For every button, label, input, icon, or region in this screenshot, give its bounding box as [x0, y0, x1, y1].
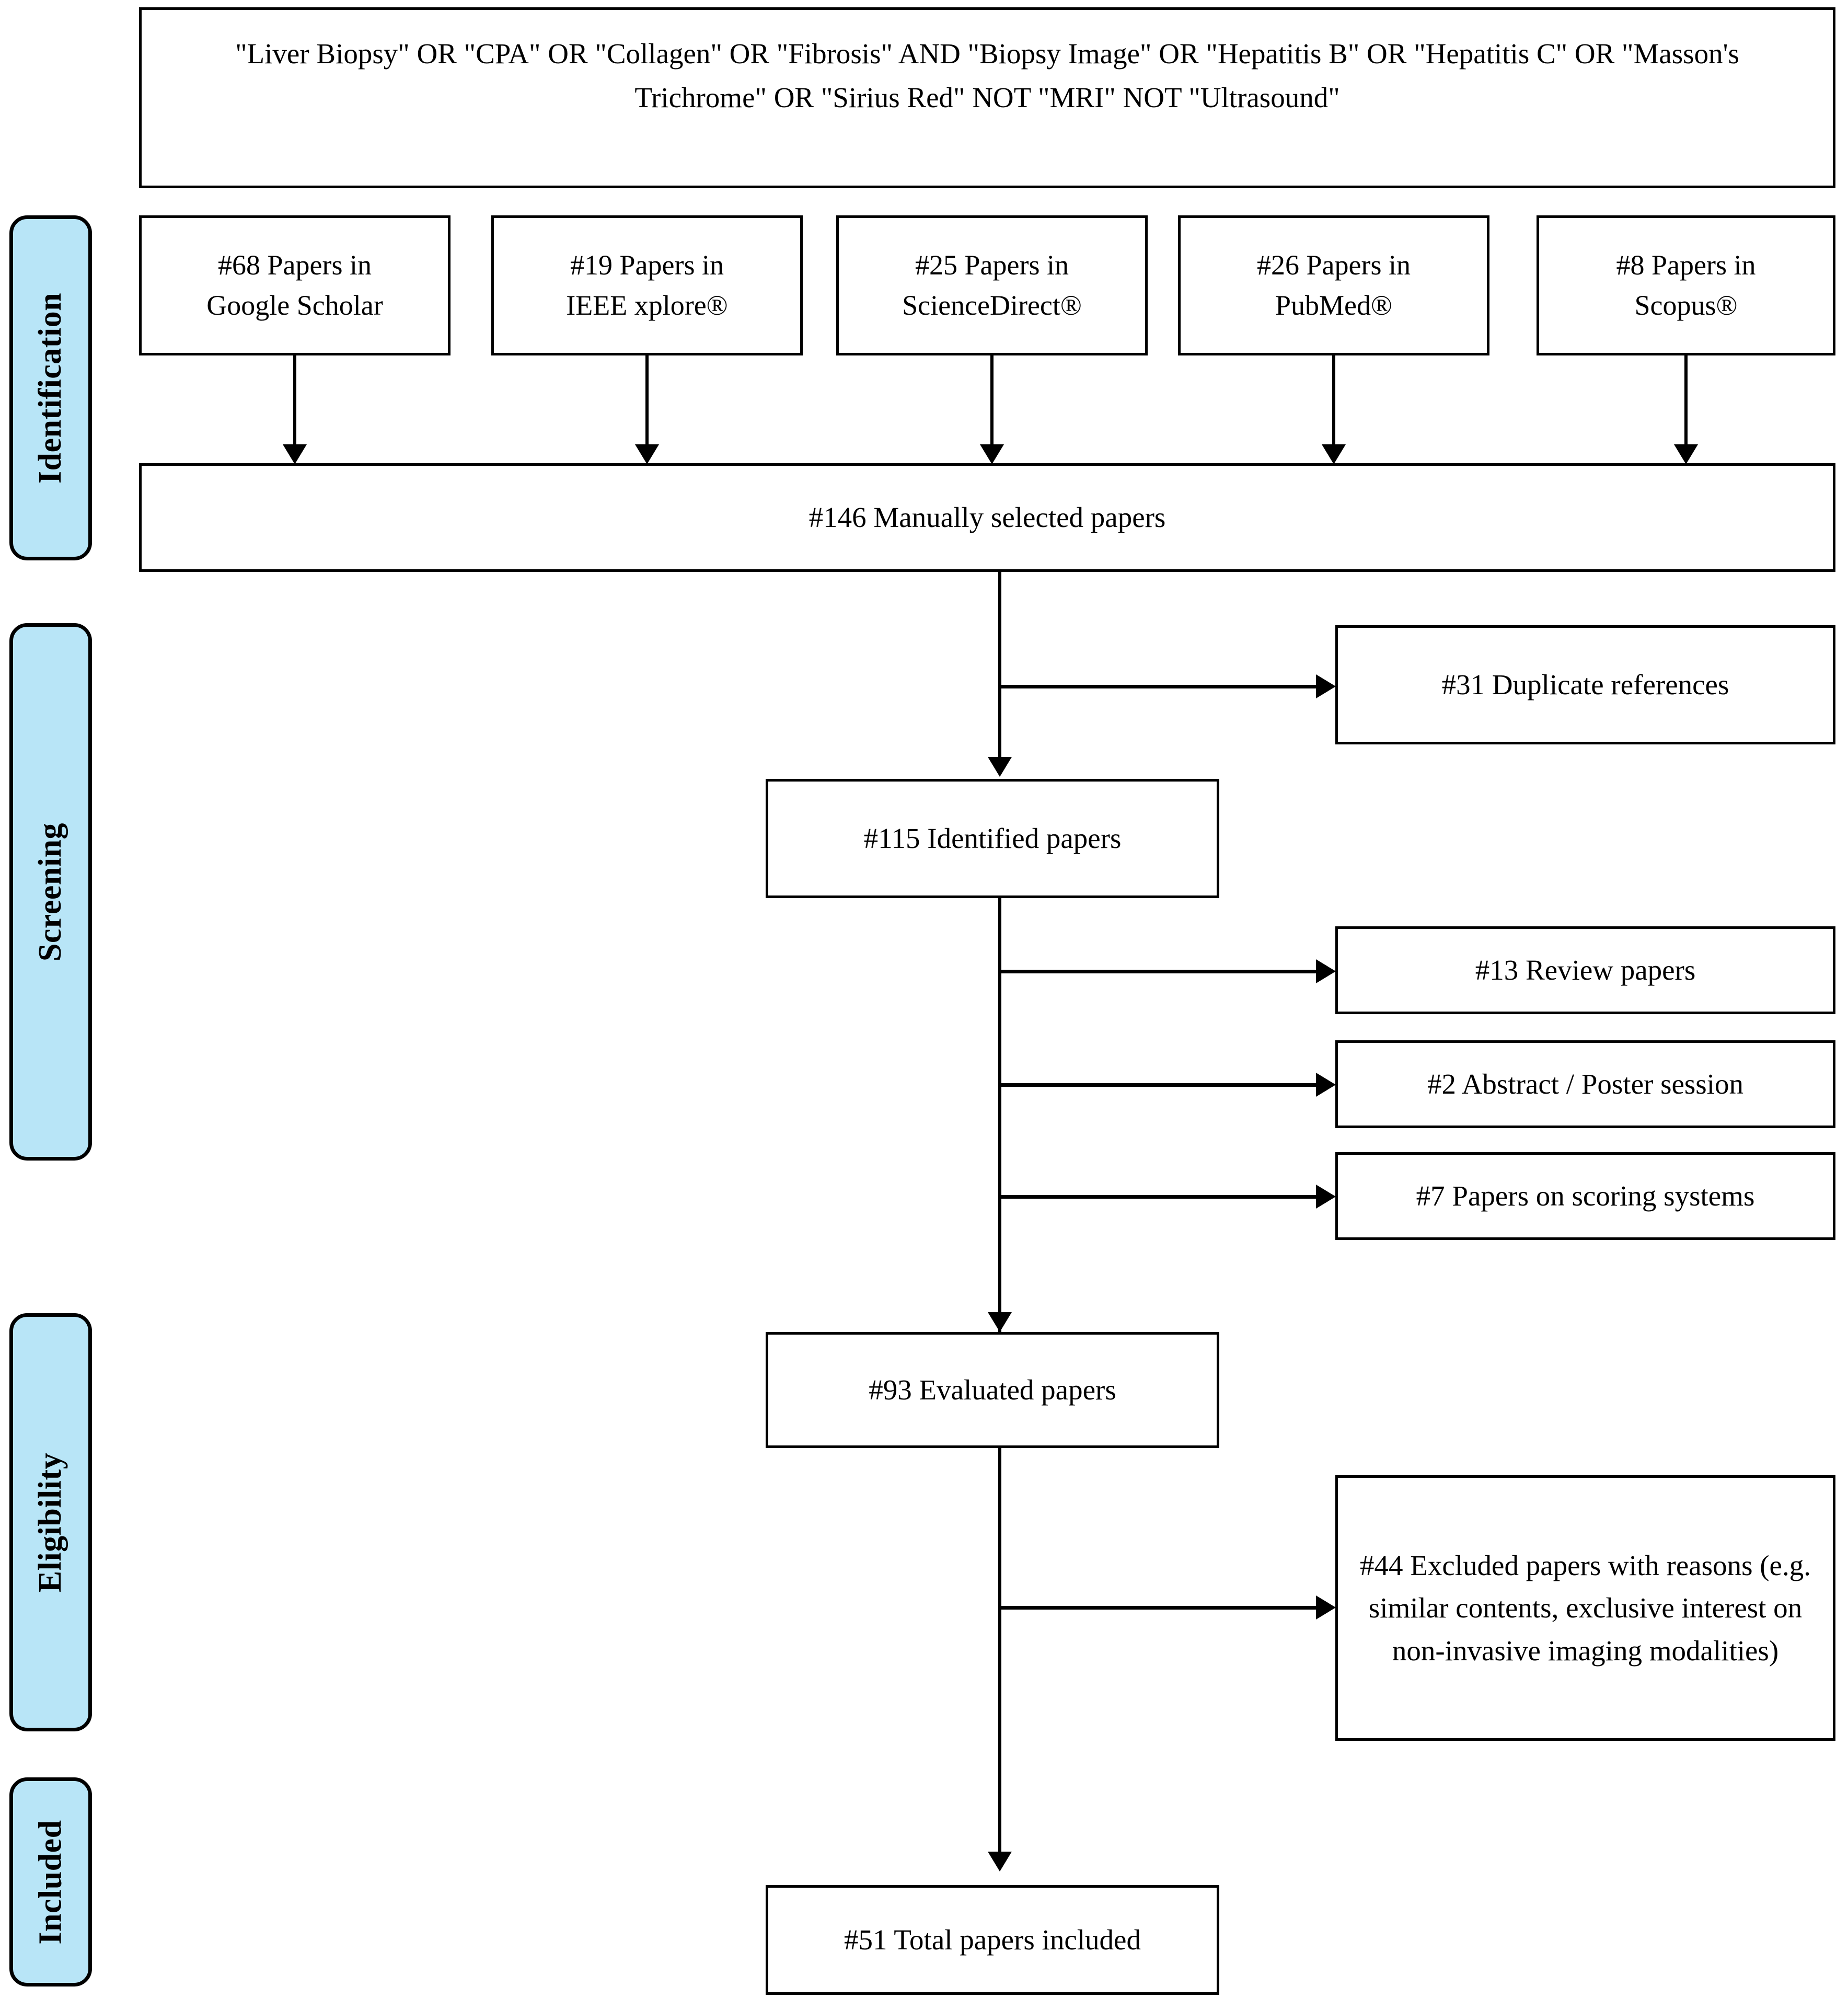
node-label-manually-selected: #146 Manually selected papers: [808, 501, 1166, 533]
exclusion-label-scoring-systems: #7 Papers on scoring systems: [1416, 1179, 1755, 1212]
arrowhead-ieee: [635, 444, 659, 464]
exclusion-box-review-papers: #13 Review papers: [1335, 926, 1835, 1014]
connector-sciencedirect-to-selected: [990, 355, 994, 449]
search-query-box: "Liver Biopsy" OR "CPA" OR "Collagen" OR…: [139, 7, 1835, 188]
arrowhead-total-included: [988, 1852, 1012, 1871]
branch-to-excluded-reasons: [998, 1606, 1318, 1610]
arrowhead-duplicates: [1316, 674, 1336, 698]
stage-tab-included: Included: [9, 1777, 92, 1986]
arrowhead-excluded-reasons: [1316, 1595, 1336, 1620]
exclusion-box-duplicates: #31 Duplicate references: [1335, 625, 1835, 744]
branch-to-abstract-poster: [998, 1083, 1318, 1087]
stage-label-eligibility: Eligibility: [32, 1452, 68, 1592]
exclusion-box-excluded-reasons: #44 Excluded papers with reasons (e.g. s…: [1335, 1475, 1835, 1741]
branch-to-review-papers: [998, 970, 1318, 973]
source-box-sciencedirect: #25 Papers in ScienceDirect®: [836, 215, 1148, 355]
arrowhead-sciencedirect: [980, 444, 1004, 464]
node-label-evaluated: #93 Evaluated papers: [869, 1373, 1116, 1406]
exclusion-box-abstract-poster: #2 Abstract / Poster session: [1335, 1040, 1835, 1128]
exclusion-box-scoring-systems: #7 Papers on scoring systems: [1335, 1152, 1835, 1240]
spine-evaluated-to-included: [998, 1448, 1001, 1866]
branch-to-duplicates: [998, 685, 1318, 688]
connector-scopus-to-selected: [1684, 355, 1688, 449]
source-box-scopus: #8 Papers in Scopus®: [1537, 215, 1835, 355]
node-box-evaluated: #93 Evaluated papers: [766, 1332, 1219, 1448]
stage-label-identification: Identification: [32, 292, 68, 484]
source-label-google-scholar: #68 Papers in Google Scholar: [206, 249, 383, 321]
branch-to-scoring-systems: [998, 1195, 1318, 1199]
stage-tab-screening: Screening: [9, 623, 92, 1161]
arrowhead-google-scholar: [283, 444, 307, 464]
node-box-manually-selected: #146 Manually selected papers: [139, 463, 1835, 572]
source-label-sciencedirect: #25 Papers in ScienceDirect®: [902, 249, 1082, 321]
arrowhead-evaluated: [988, 1312, 1012, 1332]
source-box-google-scholar: #68 Papers in Google Scholar: [139, 215, 451, 355]
connector-ieee-to-selected: [645, 355, 649, 449]
stage-label-included: Included: [32, 1819, 68, 1945]
exclusion-label-duplicates: #31 Duplicate references: [1441, 668, 1729, 701]
arrowhead-pubmed: [1322, 444, 1346, 464]
exclusion-label-review-papers: #13 Review papers: [1475, 954, 1696, 986]
spine-selected-to-identified: [998, 572, 1001, 771]
node-label-identified: #115 Identified papers: [863, 822, 1122, 854]
exclusion-label-abstract-poster: #2 Abstract / Poster session: [1427, 1067, 1743, 1100]
arrowhead-abstract-poster: [1316, 1073, 1336, 1097]
arrowhead-scopus: [1674, 444, 1698, 464]
source-label-scopus: #8 Papers in Scopus®: [1616, 249, 1756, 321]
connector-google-scholar-to-selected: [293, 355, 296, 449]
arrowhead-identified: [988, 757, 1012, 777]
search-query-text: "Liver Biopsy" OR "CPA" OR "Collagen" OR…: [235, 38, 1739, 113]
source-box-pubmed: #26 Papers in PubMed®: [1178, 215, 1489, 355]
arrowhead-review-papers: [1316, 959, 1336, 983]
source-label-ieee-xplore: #19 Papers in IEEE xplore®: [566, 249, 728, 321]
spine-identified-to-evaluated: [998, 898, 1001, 1336]
node-box-total-included: #51 Total papers included: [766, 1885, 1219, 1995]
arrowhead-scoring-systems: [1316, 1185, 1336, 1209]
exclusion-label-excluded-reasons: #44 Excluded papers with reasons (e.g. s…: [1360, 1549, 1811, 1667]
source-label-pubmed: #26 Papers in PubMed®: [1257, 249, 1411, 321]
stage-label-screening: Screening: [32, 822, 68, 961]
source-box-ieee-xplore: #19 Papers in IEEE xplore®: [491, 215, 803, 355]
connector-pubmed-to-selected: [1332, 355, 1335, 449]
node-box-identified: #115 Identified papers: [766, 779, 1219, 898]
stage-tab-eligibility: Eligibility: [9, 1313, 92, 1731]
node-label-total-included: #51 Total papers included: [844, 1923, 1141, 1956]
stage-tab-identification: Identification: [9, 215, 92, 560]
